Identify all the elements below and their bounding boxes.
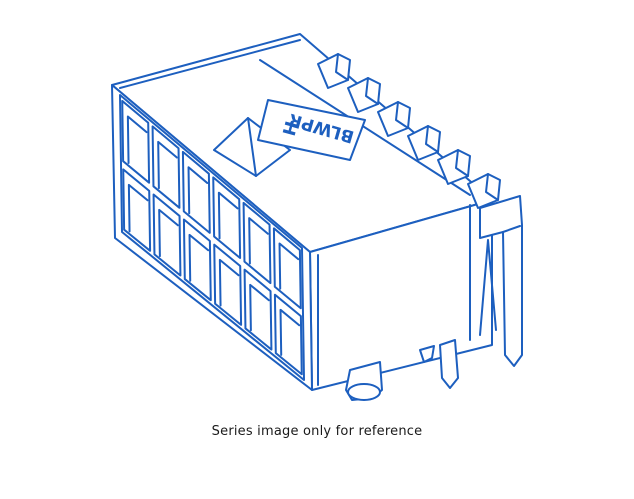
pin-cavity-depth bbox=[218, 258, 240, 307]
pin-cavity-depth bbox=[126, 115, 148, 164]
pin-cavity bbox=[212, 176, 242, 260]
pin-cavity bbox=[151, 125, 181, 209]
terminal-fin-edge bbox=[485, 173, 499, 201]
pin-cavity-depth bbox=[127, 183, 149, 233]
terminal-fin bbox=[407, 125, 441, 161]
latch-ramp-edge bbox=[247, 117, 257, 177]
mounting-bracket-edge bbox=[502, 225, 521, 233]
pin-cavity-depth bbox=[157, 140, 178, 190]
terminal-fin bbox=[467, 173, 501, 209]
pin-cavity bbox=[182, 218, 212, 302]
mounting-bracket bbox=[479, 195, 523, 367]
pin-cavity bbox=[273, 293, 303, 376]
pin-cavity bbox=[181, 150, 211, 234]
pin-cavity bbox=[121, 99, 151, 184]
side-inner-pin bbox=[479, 239, 497, 336]
pin-cavity-grid bbox=[121, 99, 303, 376]
pcb-pin-1 bbox=[439, 339, 459, 389]
front-frame-inner bbox=[119, 94, 305, 381]
pin-cavity-depth bbox=[249, 283, 270, 332]
pin-cavity bbox=[213, 243, 243, 326]
pin-cavity-depth bbox=[279, 308, 301, 356]
terminal-fin bbox=[437, 149, 471, 185]
part-marking-suffix: H bbox=[277, 119, 300, 138]
marking-plate bbox=[257, 99, 366, 161]
pin-cavity-depth bbox=[217, 191, 239, 240]
pin-cavity-depth bbox=[188, 233, 210, 282]
rear-terminal-fins bbox=[317, 53, 501, 209]
top-rail-left bbox=[119, 39, 301, 89]
terminal-fin bbox=[317, 53, 351, 89]
terminal-fin bbox=[347, 77, 381, 113]
bottom-peg-tip bbox=[347, 383, 381, 401]
pcb-pin-2 bbox=[419, 345, 435, 363]
pin-cavity-depth bbox=[187, 166, 209, 215]
pin-cavity bbox=[122, 168, 152, 252]
pin-cavity-depth bbox=[278, 242, 300, 290]
connector-illustration: BLWPR H bbox=[111, 33, 523, 401]
terminal-fin-edge bbox=[425, 125, 439, 153]
pin-cavity bbox=[152, 193, 182, 277]
terminal-fin bbox=[377, 101, 411, 137]
top-ridge bbox=[259, 59, 471, 196]
pin-cavity bbox=[272, 227, 302, 310]
terminal-fin-edge bbox=[365, 77, 379, 105]
pin-cavity-depth bbox=[158, 208, 179, 258]
pin-cavity bbox=[243, 268, 273, 351]
reference-caption: Series image only for reference bbox=[211, 424, 423, 439]
terminal-fin-edge bbox=[395, 101, 409, 129]
terminal-fin-edge bbox=[455, 149, 469, 177]
pin-cavity bbox=[242, 201, 272, 285]
pin-cavity-depth bbox=[248, 217, 269, 265]
connector-front-face bbox=[111, 84, 313, 391]
terminal-fin-edge bbox=[335, 53, 349, 81]
